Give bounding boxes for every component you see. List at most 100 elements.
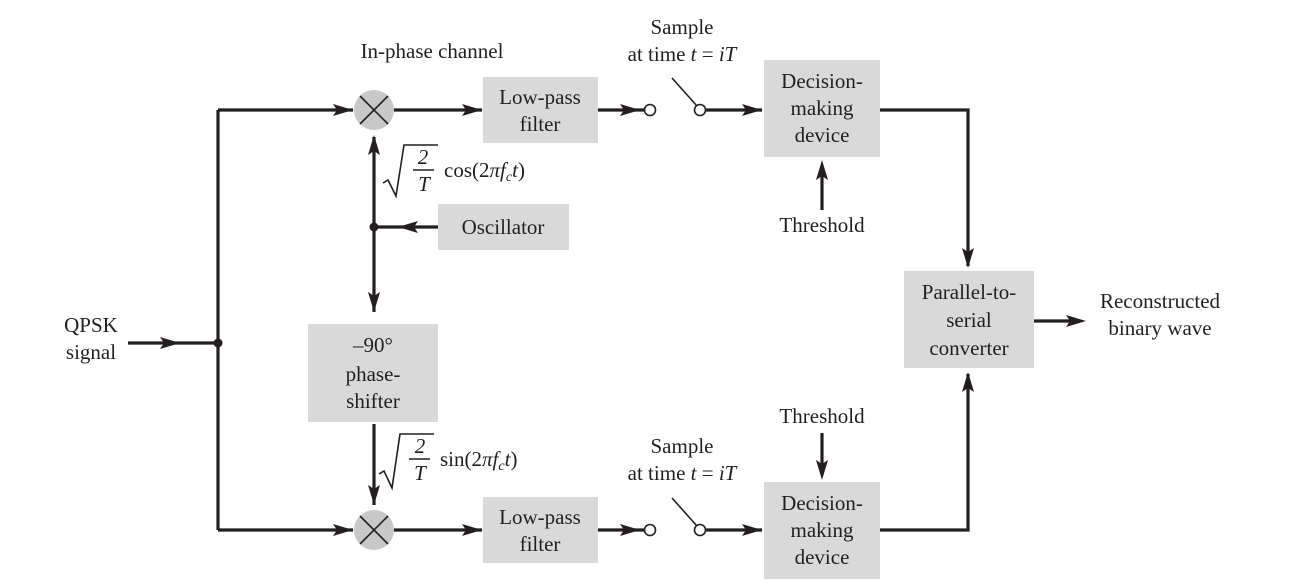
phase-line3: shifter xyxy=(346,389,400,413)
sqrt-denominator: T xyxy=(414,461,427,485)
sin-fn: sin(2 xyxy=(440,447,482,471)
decision-device-bottom xyxy=(764,482,880,579)
lowpass-top-line2: filter xyxy=(520,112,561,136)
output-label-line2: binary wave xyxy=(1108,316,1211,340)
switch-contact xyxy=(643,103,657,117)
pi-symbol: π xyxy=(490,158,501,182)
cos-expression: cos(2πfct) xyxy=(444,158,525,185)
sample-bottom-line2: at time t = iT xyxy=(628,461,738,485)
decision-top-line3: device xyxy=(795,123,850,147)
arrowhead xyxy=(333,524,353,536)
arrowhead xyxy=(816,460,828,480)
sample-t: t xyxy=(691,461,698,485)
arrowhead xyxy=(462,104,482,116)
arrowhead xyxy=(368,292,380,312)
phase-line1: –90° xyxy=(352,333,393,357)
sin-carrier-formula: 2 T sin(2πfct) xyxy=(378,433,517,491)
arrowhead xyxy=(962,372,974,392)
sampling-switch-bottom xyxy=(643,497,707,537)
ps-line3: converter xyxy=(929,336,1008,360)
arrowhead xyxy=(368,135,380,155)
lowpass-bottom-line2: filter xyxy=(520,532,561,556)
arrowhead xyxy=(1066,315,1086,327)
input-label-line1: QPSK xyxy=(64,313,118,337)
cos-carrier-formula: 2 T cos(2πfct) xyxy=(382,144,525,199)
f-symbol: f xyxy=(500,158,509,182)
arrowhead xyxy=(742,104,762,116)
switch-contact xyxy=(643,523,657,537)
arrowhead xyxy=(462,524,482,536)
c-subscript: c xyxy=(498,459,505,474)
ps-line1: Parallel-to- xyxy=(922,280,1016,304)
sqrt-numerator: 2 xyxy=(415,434,426,458)
sample-prefix: at time xyxy=(628,42,691,66)
arrowhead xyxy=(160,337,180,349)
multiply-icon xyxy=(359,95,389,125)
sample-eq: = xyxy=(696,42,718,66)
switch-contact xyxy=(693,523,707,537)
threshold-bottom-label: Threshold xyxy=(779,404,865,428)
threshold-top-label: Threshold xyxy=(779,213,865,237)
decision-bottom-line1: Decision- xyxy=(781,491,863,515)
switch-blade xyxy=(671,497,698,527)
input-label-line2: signal xyxy=(66,340,116,364)
close-paren: ) xyxy=(518,158,525,182)
arrowheads xyxy=(160,104,1086,536)
parallel-to-serial-block xyxy=(904,271,1034,368)
in-phase-channel-label: In-phase channel xyxy=(361,39,504,63)
lowpass-filter-top xyxy=(483,77,598,143)
arrowhead xyxy=(368,485,380,505)
sampling-switch-top xyxy=(643,77,707,117)
multiply-icon xyxy=(359,515,389,545)
arrowhead xyxy=(816,160,828,180)
cos-fn: cos(2 xyxy=(444,158,490,182)
arrowhead xyxy=(742,524,762,536)
junction-dot-oscillator xyxy=(369,222,379,232)
arrowhead xyxy=(398,221,418,233)
sin-expression: sin(2πfct) xyxy=(440,447,517,474)
decision-top-line2: making xyxy=(791,96,854,120)
wire-decision-to-ps-bottom xyxy=(880,374,970,532)
arrowhead xyxy=(620,104,640,116)
junction-dot-input xyxy=(213,338,223,348)
sample-top-line2: at time t = iT xyxy=(628,42,738,66)
sample-iT: iT xyxy=(719,42,738,66)
switch-contact xyxy=(693,103,707,117)
oscillator-label: Oscillator xyxy=(462,215,545,239)
wire-decision-to-ps-top xyxy=(880,108,970,266)
phase-line2: phase- xyxy=(346,362,401,386)
decision-bottom-line2: making xyxy=(791,518,854,542)
arrowhead xyxy=(620,524,640,536)
sample-iT: iT xyxy=(719,461,738,485)
phase-shifter-block xyxy=(308,324,438,422)
arrowhead xyxy=(962,248,974,268)
ps-line2: serial xyxy=(946,308,992,332)
lowpass-filter-bottom xyxy=(483,497,598,563)
mixer-top xyxy=(354,90,394,130)
mixer-bottom xyxy=(354,510,394,550)
decision-bottom-line3: device xyxy=(795,545,850,569)
sample-eq: = xyxy=(696,461,718,485)
f-symbol: f xyxy=(493,447,502,471)
sqrt-numerator: 2 xyxy=(418,145,429,169)
sqrt-sign xyxy=(378,433,434,491)
t-symbol: t xyxy=(505,447,512,471)
sample-prefix: at time xyxy=(628,461,691,485)
sample-bottom-line1: Sample xyxy=(651,434,714,458)
t-symbol: t xyxy=(512,158,519,182)
arrowhead xyxy=(333,104,353,116)
sample-top-line1: Sample xyxy=(651,15,714,39)
lowpass-top-line1: Low-pass xyxy=(499,85,581,109)
oscillator-block xyxy=(438,204,569,250)
decision-top-line1: Decision- xyxy=(781,69,863,93)
c-subscript: c xyxy=(506,170,513,185)
sqrt-denominator: T xyxy=(418,172,431,196)
close-paren: ) xyxy=(510,447,517,471)
sample-t: t xyxy=(691,42,698,66)
lowpass-bottom-line1: Low-pass xyxy=(499,505,581,529)
sqrt-sign xyxy=(382,144,438,199)
output-label-line1: Reconstructed xyxy=(1100,289,1221,313)
pi-symbol: π xyxy=(482,447,493,471)
decision-device-top xyxy=(764,60,880,157)
